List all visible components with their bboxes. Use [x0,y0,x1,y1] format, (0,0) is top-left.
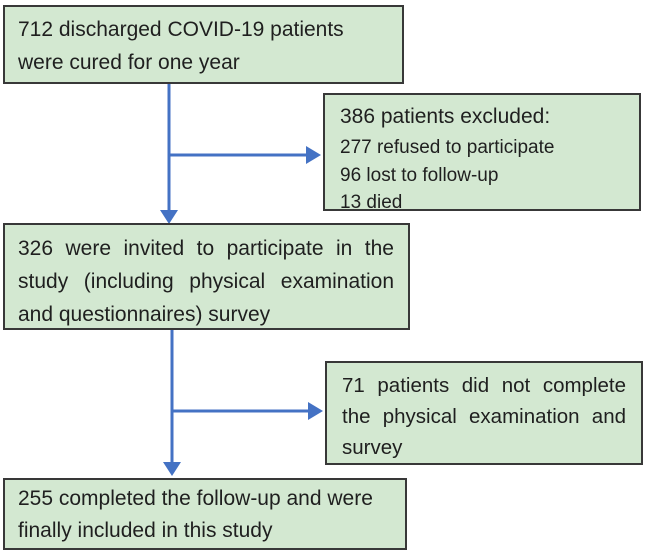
box-text-line: 71 patients did not complete [342,374,626,397]
box-text-line: the physical examination and [342,405,626,428]
box-text-line: and questionnaires) survey [18,303,271,326]
arrowhead-down-icon [160,210,178,224]
flow-box-386-excluded: 386 patients excluded: 277 refused to pa… [323,93,641,213]
box-text-line: 13 died [340,192,403,213]
excluded-heading: 386 patients excluded: [340,105,551,128]
box-text-line: 96 lost to follow-up [340,164,499,186]
box-text-line: 277 refused to participate [340,137,555,158]
arrow-branch-to-excluded [169,146,321,164]
box-text-line: 712 discharged COVID-19 patients [18,18,344,41]
box-text-line: 326 were invited to participate in the [18,237,394,260]
arrowhead-right-icon [308,402,323,420]
box-text-line: survey [342,436,403,459]
arrowhead-down-icon [163,462,181,476]
box-text-line: study (including physical examination [18,270,394,293]
arrow-middle-to-bottom [163,330,181,476]
flow-box-326-invited: 326 were invited to participate in the s… [3,223,410,330]
box-text-line: were cured for one year [18,51,240,74]
arrowhead-right-icon [306,146,321,164]
box-text-line: finally included in this study [18,519,273,542]
arrow-top-to-middle [160,84,178,224]
flow-box-255-included: 255 completed the follow-up and were fin… [3,478,407,550]
box-text-line: 255 completed the follow-up and were [18,487,373,510]
flow-box-71-not-completed: 71 patients did not complete the physica… [325,361,643,465]
flow-box-712-discharged: 712 discharged COVID-19 patients were cu… [3,5,404,84]
arrow-branch-to-not-completed [172,402,323,420]
